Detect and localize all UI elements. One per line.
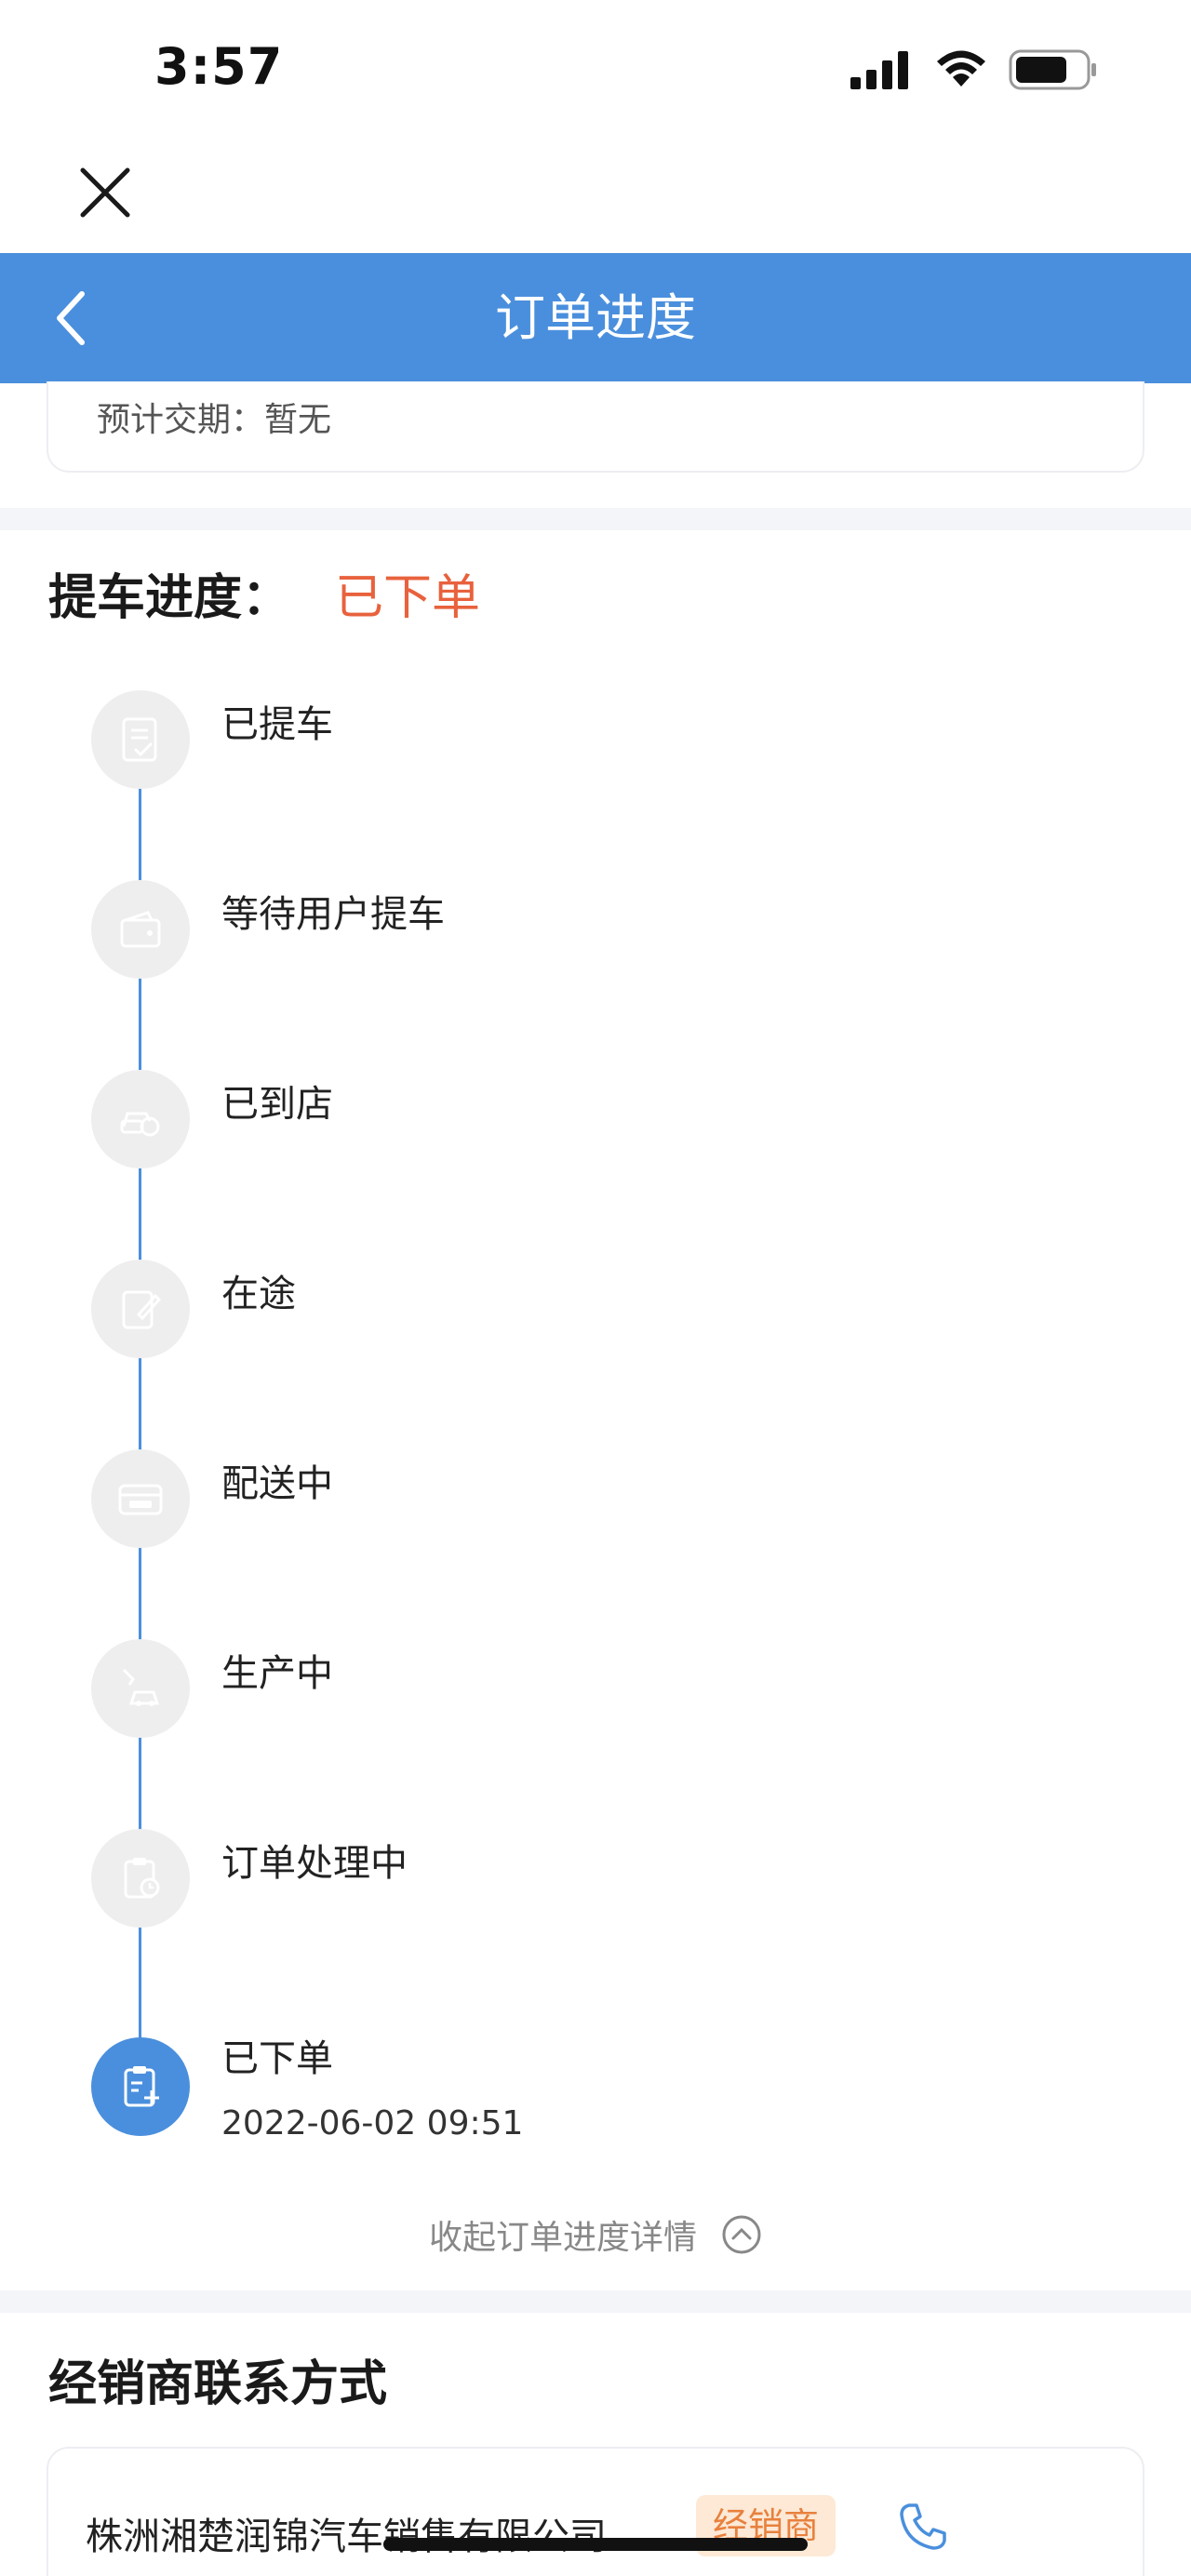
progress-status: 已下单 xyxy=(335,570,481,626)
chevron-up-circle-icon xyxy=(722,2215,761,2254)
progress-step: 订单处理中 xyxy=(91,1829,1115,1931)
section-divider xyxy=(0,2290,1191,2313)
page-title: 订单进度 xyxy=(495,288,696,347)
progress-step: 已提车 xyxy=(91,690,1115,793)
clipboard-plus-icon xyxy=(124,2066,159,2107)
step-label: 在途 xyxy=(221,1273,296,1315)
collapse-progress-button[interactable]: 收起订单进度详情 xyxy=(0,2207,1191,2262)
expected-delivery: 预计交期：暂无 xyxy=(97,401,332,439)
battery-icon xyxy=(1009,49,1096,90)
step-circle xyxy=(91,1070,190,1168)
close-button[interactable] xyxy=(73,160,138,225)
step-label: 已到店 xyxy=(221,1083,333,1126)
step-label: 订单处理中 xyxy=(221,1842,408,1885)
document-check-icon xyxy=(122,717,157,762)
progress-heading: 提车进度： 已下单 xyxy=(48,558,480,628)
nav-bar: 订单进度 xyxy=(0,253,1191,383)
home-indicator xyxy=(383,2538,808,2551)
step-circle xyxy=(91,690,190,789)
wifi-icon xyxy=(937,50,985,87)
edit-document-icon xyxy=(122,1290,162,1329)
delivery-truck-icon xyxy=(118,1484,163,1515)
progress-step: 配送中 xyxy=(91,1449,1115,1552)
close-icon xyxy=(80,167,130,218)
call-dealer-button[interactable] xyxy=(886,2489,960,2564)
progress-step-active: 已下单 2022-06-02 09:51 xyxy=(91,2037,1115,2177)
production-robot-icon xyxy=(122,1668,160,1706)
step-circle xyxy=(91,1639,190,1738)
step-label: 生产中 xyxy=(221,1652,333,1695)
chevron-left-icon xyxy=(57,291,85,345)
step-label: 已提车 xyxy=(221,703,333,746)
order-info-card: 预计交期：暂无 xyxy=(47,381,1144,473)
step-time: 2022-06-02 09:51 xyxy=(221,2104,524,2142)
timeline-line xyxy=(139,744,141,2065)
step-label: 等待用户提车 xyxy=(221,893,445,936)
car-store-icon xyxy=(120,1112,160,1137)
status-bar: 3:57 xyxy=(0,0,1191,140)
dealer-name: 株洲湘楚润锦汽车销售有限公司 xyxy=(86,2516,607,2558)
collapse-text: 收起订单进度详情 xyxy=(428,2219,697,2257)
dealer-heading: 经销商联系方式 xyxy=(48,2356,388,2412)
progress-step: 已到店 xyxy=(91,1070,1115,1172)
step-circle xyxy=(91,880,190,979)
progress-label: 提车进度： xyxy=(48,570,291,626)
signal-icon xyxy=(850,51,908,89)
clipboard-clock-icon xyxy=(124,1858,160,1899)
back-button[interactable] xyxy=(33,281,108,355)
wallet-icon xyxy=(120,911,161,948)
status-time: 3:57 xyxy=(154,37,284,96)
progress-step: 等待用户提车 xyxy=(91,880,1115,982)
step-circle xyxy=(91,1829,190,1928)
dealer-card: 株洲湘楚润锦汽车销售有限公司 经销商 xyxy=(47,2447,1144,2576)
step-circle xyxy=(91,1449,190,1548)
progress-step: 在途 xyxy=(91,1260,1115,1362)
section-divider xyxy=(0,508,1191,530)
step-circle-active xyxy=(91,2037,190,2136)
step-label: 已下单 xyxy=(221,2037,333,2080)
phone-icon xyxy=(900,2503,946,2550)
status-icons xyxy=(849,48,1098,91)
step-circle xyxy=(91,1260,190,1358)
progress-step: 生产中 xyxy=(91,1639,1115,1742)
step-label: 配送中 xyxy=(221,1462,333,1505)
